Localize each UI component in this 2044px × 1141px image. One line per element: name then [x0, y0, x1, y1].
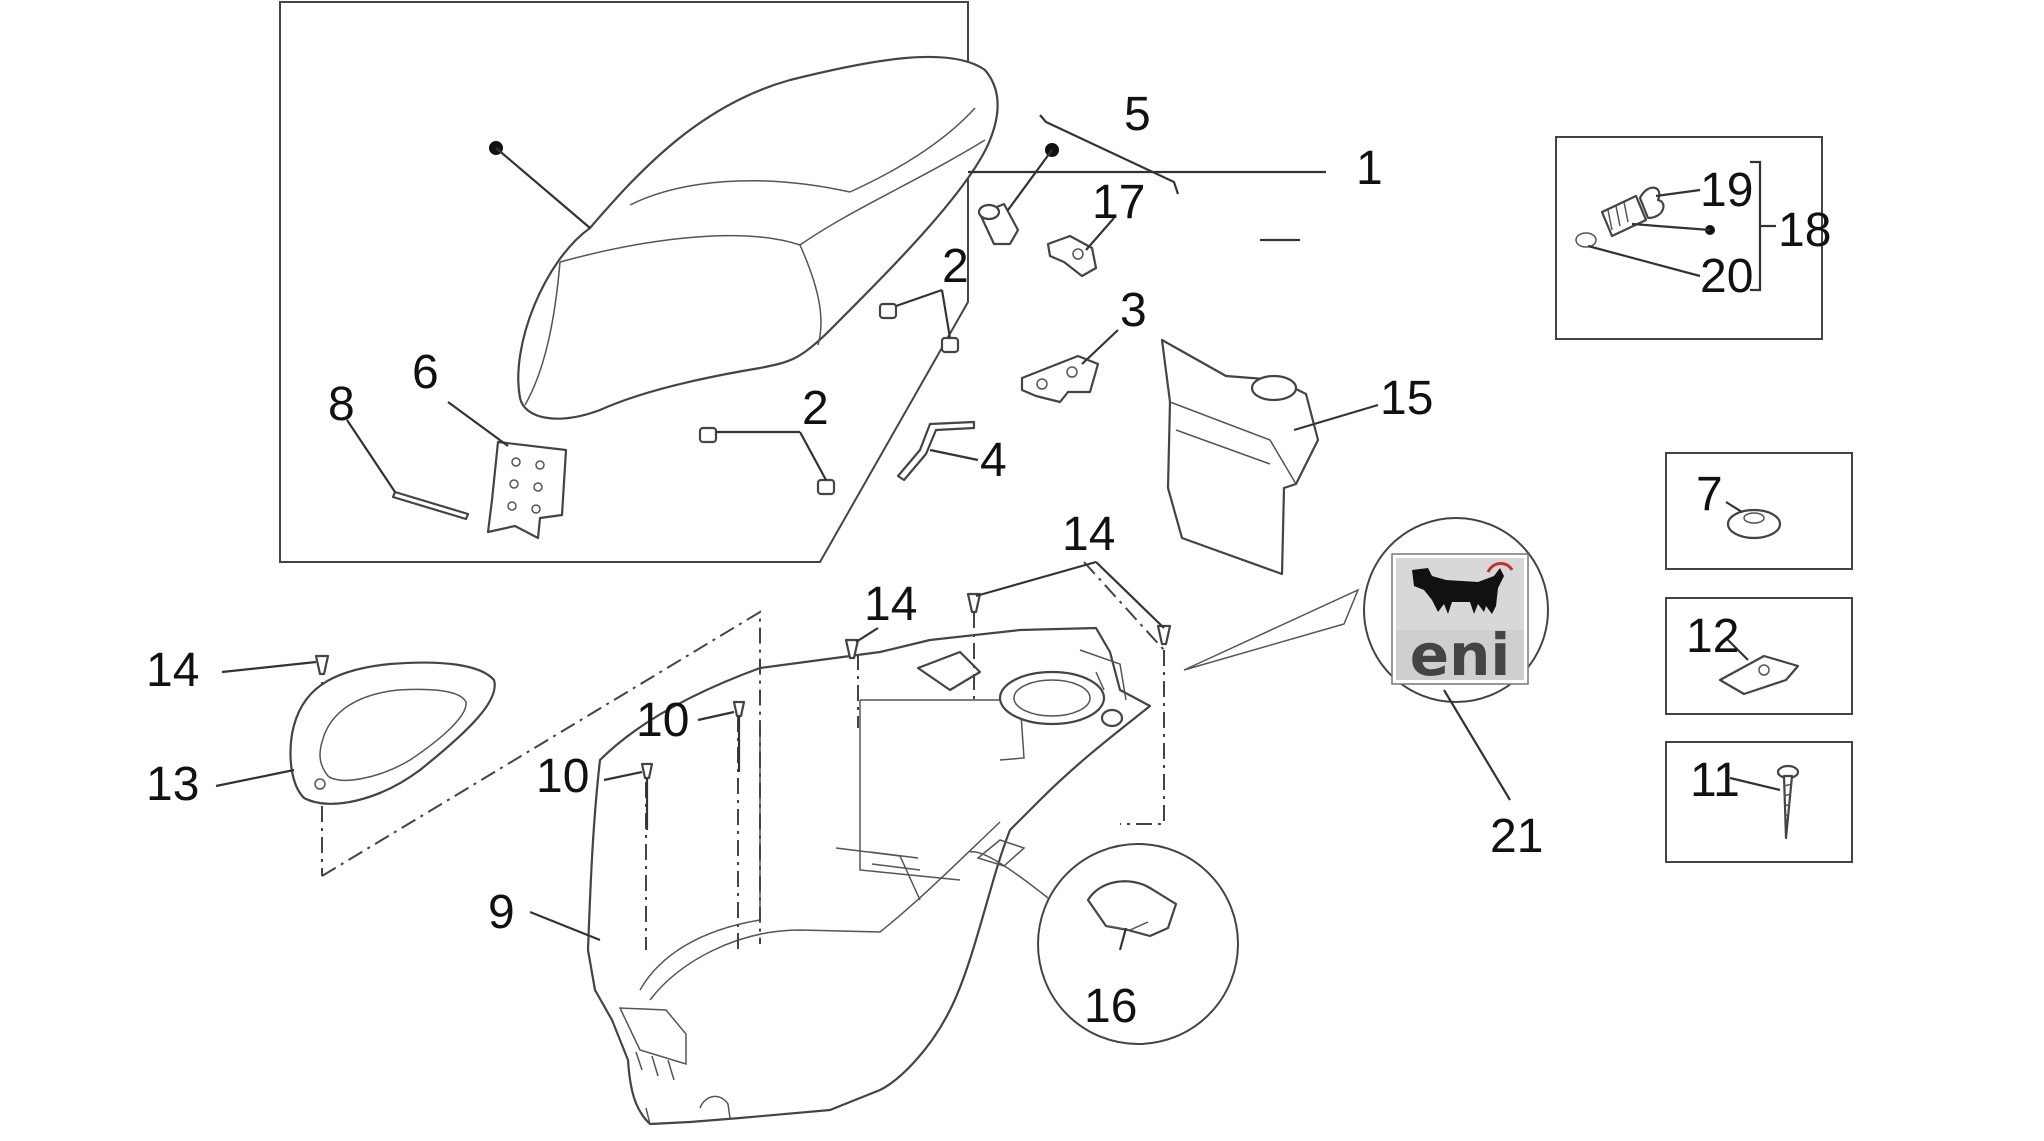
callout-15: 15 [1380, 372, 1433, 425]
screw [314, 592, 1172, 676]
glove-box-lid [1160, 338, 1320, 576]
seat-latch-hook [1046, 234, 1098, 278]
flame-icon [1486, 562, 1514, 573]
callout-13: 13 [146, 758, 199, 811]
seat-kit-frame [279, 1, 969, 563]
decal-lower-panel [1396, 630, 1524, 680]
rubber-buffer [698, 302, 960, 496]
callout-14: 14 [864, 578, 917, 631]
seat [517, 55, 999, 420]
helmet-compartment [586, 626, 1152, 1126]
nut [1726, 508, 1782, 540]
hinge-plate [486, 440, 568, 540]
callout-11: 11 [1690, 754, 1740, 807]
callout-18: 18 [1778, 204, 1831, 257]
bleed-screw [1600, 186, 1665, 238]
callout-3: 3 [1120, 284, 1147, 337]
callout-20: 20 [1700, 250, 1753, 303]
callout-16: 16 [1084, 980, 1137, 1033]
callout-2: 2 [802, 382, 829, 435]
drain-cap [1086, 880, 1178, 938]
callout-2: 2 [942, 240, 969, 293]
hex-key [896, 420, 976, 482]
callout-7: 7 [1696, 468, 1723, 521]
item-11-box [1665, 741, 1853, 863]
logo-text: eni [1410, 621, 1511, 689]
callout-10: 10 [536, 750, 589, 803]
callout-1: 1 [1356, 142, 1383, 195]
seat-latch-bracket [1020, 354, 1100, 404]
callout-14: 14 [1062, 508, 1115, 561]
callout-8: 8 [328, 378, 355, 431]
callout-17: 17 [1092, 176, 1145, 229]
callout-19: 19 [1700, 164, 1753, 217]
eni-decal: eni [1391, 553, 1529, 689]
callout-10: 10 [636, 694, 689, 747]
seat-lock-barrel [977, 202, 1020, 246]
callout-9: 9 [488, 886, 515, 939]
callout-6: 6 [412, 346, 439, 399]
callout-5: 5 [1124, 88, 1151, 141]
item-7-box [1665, 452, 1853, 570]
spring-clip [1718, 654, 1800, 696]
callout-21: 21 [1490, 810, 1543, 863]
long-screw [640, 700, 746, 830]
self-tapping-screw [1776, 764, 1800, 840]
callout-12: 12 [1686, 610, 1739, 663]
item-12-box [1665, 597, 1853, 715]
assembly-line-left [321, 610, 761, 944]
callout-14: 14 [146, 644, 199, 697]
logo-detail-circle [1363, 517, 1549, 703]
o-ring [1575, 232, 1597, 248]
detail-circle [1037, 843, 1239, 1045]
hinge-pin [391, 490, 470, 521]
item-18-box [1555, 136, 1823, 340]
six-legged-dog-icon [1412, 568, 1504, 614]
inspection-cover [289, 661, 496, 805]
callout-4: 4 [980, 434, 1007, 487]
